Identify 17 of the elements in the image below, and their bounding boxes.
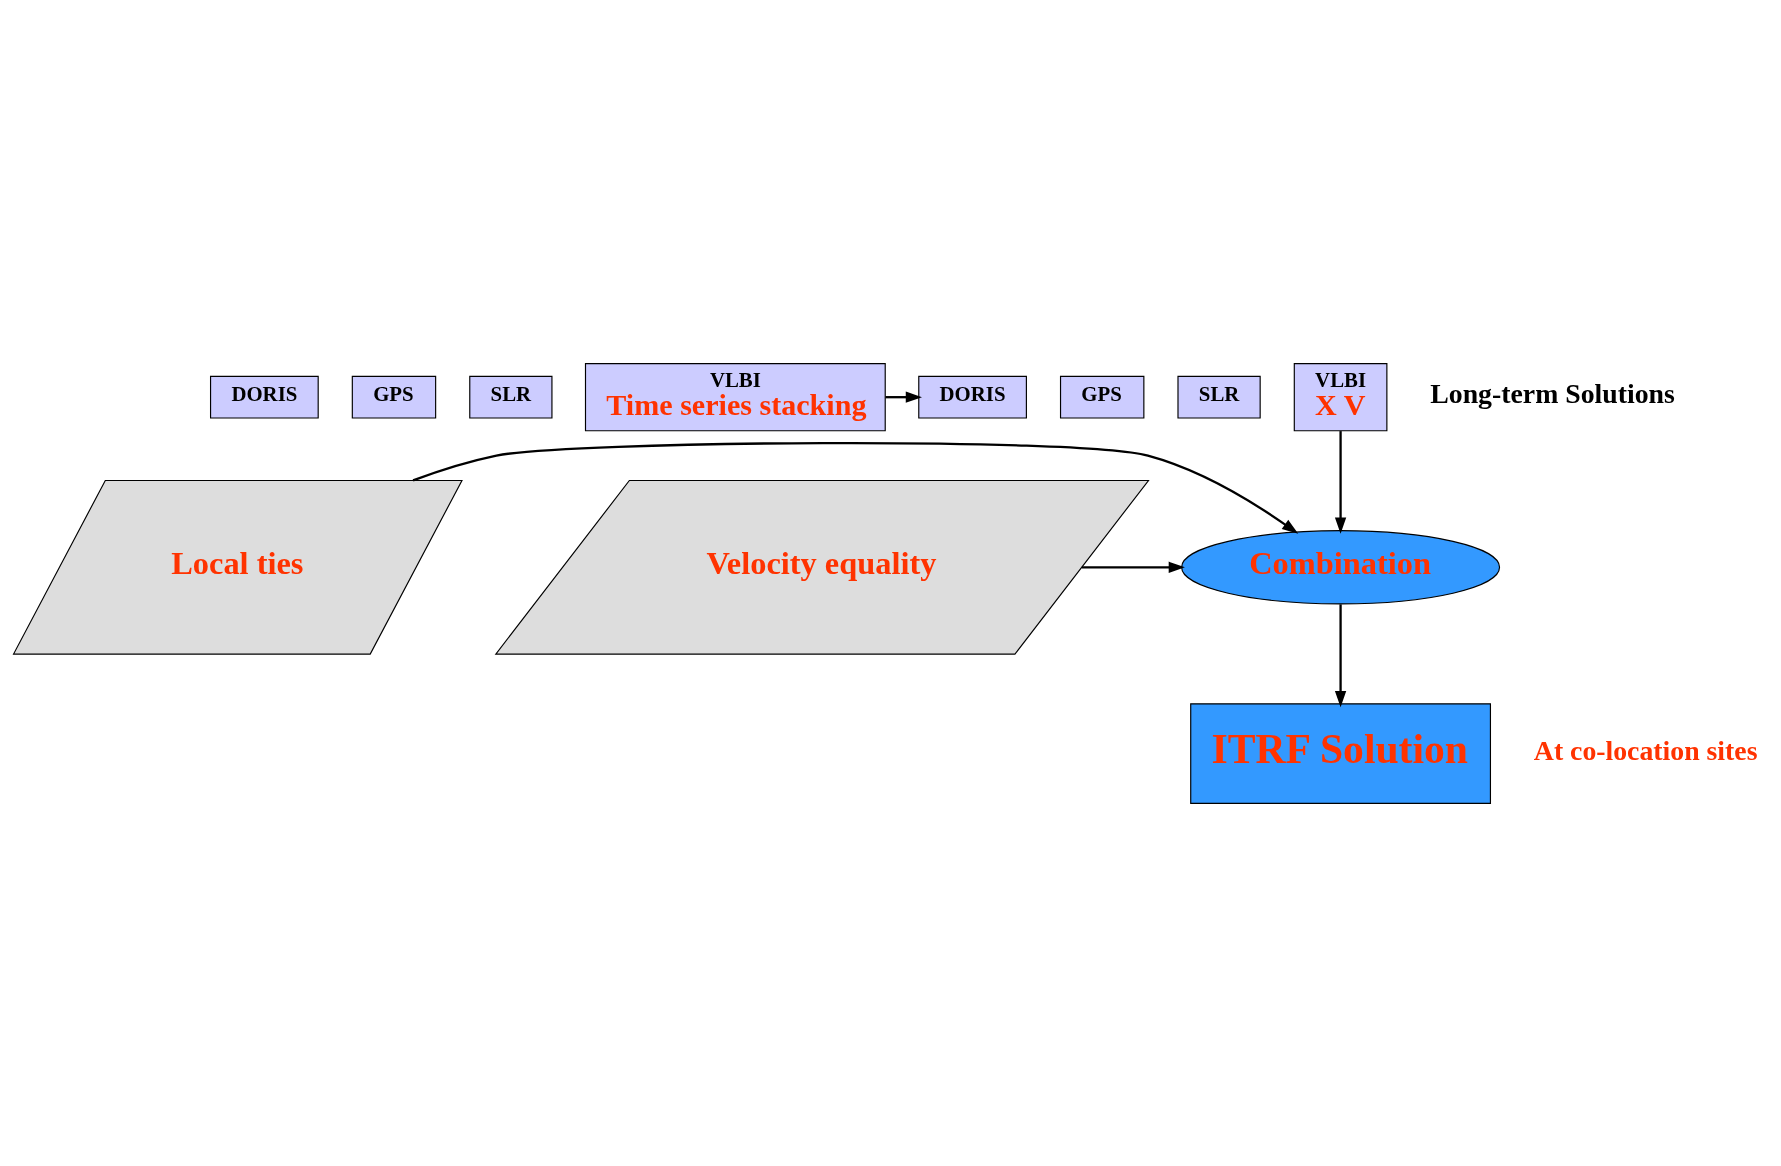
node-box: SLR bbox=[469, 375, 553, 419]
arrow bbox=[412, 441, 1299, 534]
node-box: SLR bbox=[1177, 375, 1261, 419]
node-box: DORIS bbox=[210, 375, 319, 419]
node-box: ITRF Solution bbox=[1190, 702, 1491, 804]
arrow bbox=[885, 391, 922, 403]
arrow bbox=[1081, 561, 1185, 573]
node-ellipse: Combination bbox=[1181, 529, 1501, 604]
node-box: VLBI Time series stacking bbox=[584, 362, 886, 431]
node-box: GPS bbox=[1059, 375, 1145, 419]
node-box: VLBI X V bbox=[1293, 362, 1388, 431]
arrow bbox=[1334, 430, 1347, 534]
label: Long-term Solutions bbox=[1430, 377, 1675, 409]
node-box: DORIS bbox=[918, 375, 1027, 419]
arrow bbox=[1334, 603, 1347, 707]
node-box: GPS bbox=[351, 375, 437, 419]
label: At co-location sites bbox=[1533, 734, 1758, 766]
